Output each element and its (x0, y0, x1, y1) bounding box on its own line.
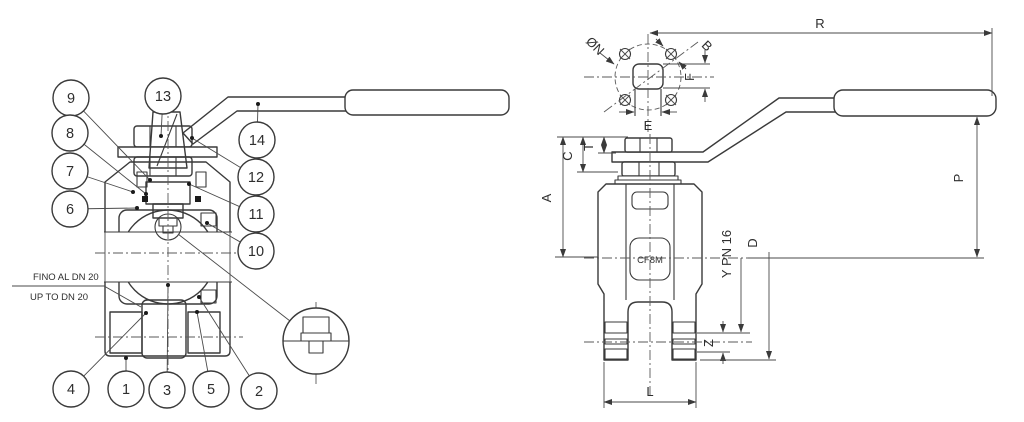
svg-text:T: T (581, 143, 596, 151)
side-view-grip (833, 89, 997, 117)
callout-7: 7 (51, 152, 89, 190)
callout-3: 3 (148, 371, 186, 409)
callout-14: 14 (238, 121, 276, 159)
packing-seals (142, 196, 201, 202)
dimension-C: C (560, 136, 618, 173)
callout-1: 1 (107, 370, 145, 408)
svg-text:F: F (682, 73, 697, 81)
dimension-R: R (649, 16, 993, 96)
dimension-L: L (603, 362, 697, 408)
svg-text:8: 8 (66, 126, 74, 142)
dimension-E: E (619, 108, 677, 133)
svg-text:9: 9 (67, 91, 75, 107)
svg-text:R: R (815, 16, 824, 31)
detail-bubble (282, 302, 350, 386)
machined-faces (604, 321, 696, 360)
callouts: 9 8 7 6 13 14 12 11 10 4 1 3 5 2 (51, 77, 278, 410)
dimension-P: P (748, 116, 984, 259)
svg-text:L: L (646, 384, 653, 399)
left-section-view: FINO AL DN 20 UP TO DN 20 9 8 7 (12, 77, 510, 410)
side-view-centerlines (584, 134, 752, 395)
svg-text:6: 6 (66, 202, 74, 218)
dimension-N: ØN (583, 34, 615, 65)
dimension-T: T (581, 136, 616, 154)
callout-13: 13 (144, 77, 182, 115)
stem-nut-lower (133, 156, 193, 177)
svg-text:11: 11 (248, 207, 263, 223)
svg-text:P: P (951, 174, 966, 183)
dimension-Z: Z (697, 321, 750, 364)
svg-text:E: E (644, 118, 653, 133)
svg-text:ØN: ØN (583, 34, 607, 58)
svg-text:7: 7 (66, 164, 74, 180)
handle-grip (344, 89, 510, 116)
svg-text:Z: Z (701, 339, 716, 347)
left-centerlines (95, 85, 243, 378)
svg-text:12: 12 (248, 170, 264, 186)
end-bore-right (187, 311, 221, 354)
dimension-D: D (700, 238, 776, 361)
svg-text:14: 14 (249, 133, 265, 149)
dimension-A: A (539, 136, 628, 258)
callout-4: 4 (52, 370, 90, 408)
callout-12: 12 (237, 158, 275, 196)
note-line-2: UP TO DN 20 (30, 292, 88, 303)
note-line-1: FINO AL DN 20 (33, 272, 99, 283)
svg-text:Y PN 16: Y PN 16 (719, 230, 734, 278)
dimensions: R P A C T (539, 16, 993, 408)
dimension-Y: Y PN 16 (719, 230, 745, 333)
callout-11: 11 (237, 195, 275, 233)
right-dimension-view: CF8M (539, 16, 997, 408)
svg-text:10: 10 (248, 244, 264, 260)
svg-text:A: A (539, 193, 554, 202)
svg-text:2: 2 (255, 384, 263, 400)
svg-text:D: D (745, 238, 760, 247)
callout-10: 10 (237, 232, 275, 270)
callout-9: 9 (52, 79, 90, 117)
end-connector (141, 299, 187, 359)
callout-2: 2 (240, 372, 278, 410)
body-gaskets (200, 212, 217, 304)
end-bore-left (109, 311, 143, 354)
callout-5: 5 (192, 370, 230, 408)
svg-text:4: 4 (67, 382, 75, 398)
size-note: FINO AL DN 20 UP TO DN 20 (12, 272, 142, 308)
bolt-holes (618, 47, 678, 107)
svg-text:B: B (699, 37, 716, 54)
callout-6: 6 (51, 190, 89, 228)
handle-lever (182, 89, 510, 145)
top-view-centerlines (584, 34, 714, 132)
top-view-flange (584, 34, 714, 132)
handle-bar-section (117, 146, 218, 158)
callout-8: 8 (51, 114, 89, 152)
svg-text:1: 1 (122, 382, 130, 398)
svg-text:5: 5 (207, 382, 215, 398)
dimension-F: F (663, 50, 710, 102)
svg-text:C: C (560, 151, 575, 160)
stem-packing (136, 171, 207, 188)
svg-text:13: 13 (155, 89, 171, 105)
svg-text:3: 3 (163, 383, 171, 399)
